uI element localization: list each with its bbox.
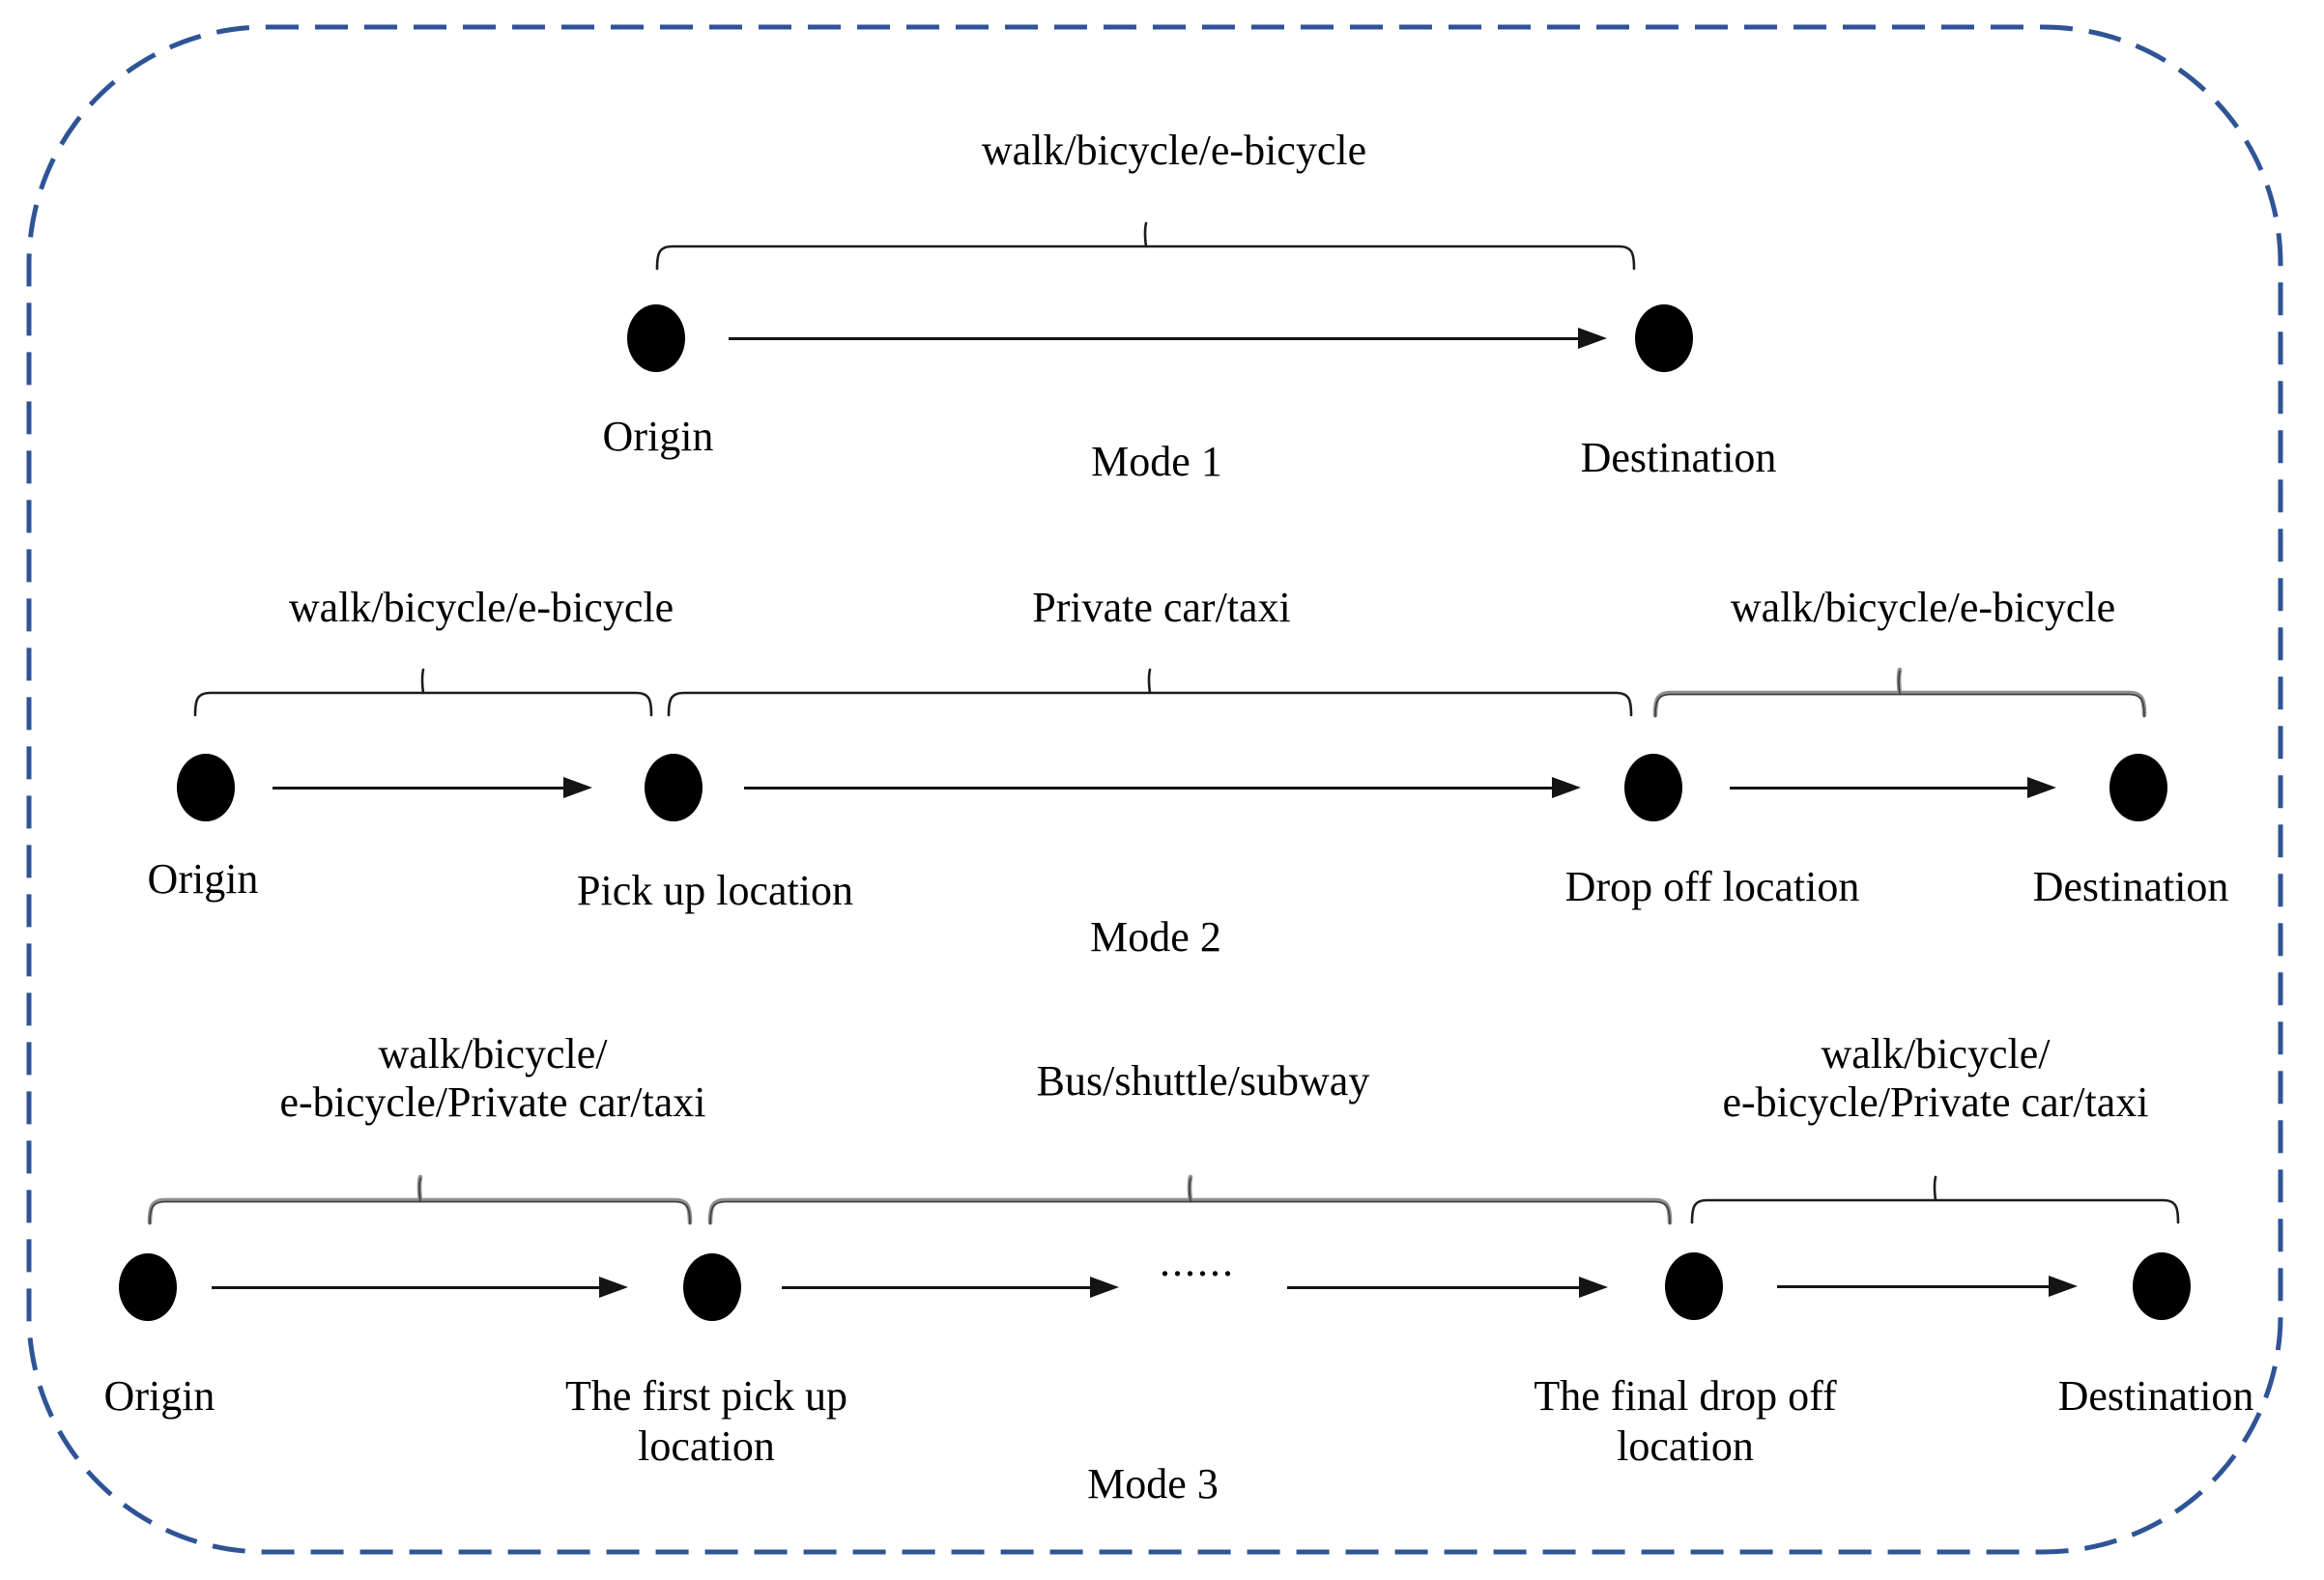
mode1-segment1-label: walk/bicycle/e-bicycle — [981, 127, 1367, 174]
mode2-origin-node — [177, 754, 235, 821]
mode3-final-dropoff-label: The final drop off location — [1534, 1371, 1836, 1472]
mode1-brace — [655, 221, 1636, 271]
node-label-line1: The first pick up — [564, 1372, 848, 1420]
mode3-origin-label: Origin — [103, 1372, 215, 1420]
arrow-shaft — [1730, 786, 2031, 790]
arrow-head-icon — [1552, 777, 1581, 798]
arrow-head-icon — [599, 1277, 628, 1298]
mode2-brace1 — [193, 668, 653, 717]
arrow-head-icon — [1090, 1277, 1119, 1298]
arrow-shaft — [1777, 1284, 2052, 1288]
mode3-destination-node — [2133, 1252, 2191, 1320]
node-label-line1: The final drop off — [1534, 1372, 1837, 1420]
segment-label-line1: walk/bicycle/ — [378, 1030, 608, 1077]
mode2-brace2 — [667, 668, 1633, 717]
arrow-shaft — [273, 786, 567, 790]
mode1-origin-node — [627, 304, 685, 372]
segment-label-line2: e-bicycle/Private car/taxi — [1722, 1078, 2149, 1126]
arrow-head-icon — [2049, 1276, 2078, 1297]
segment-label-line1: walk/bicycle/ — [1821, 1030, 2051, 1077]
mode3-first-pickup-label: The first pick up location — [565, 1371, 847, 1472]
mode1-origin-label: Origin — [602, 413, 714, 460]
arrow-shaft — [1287, 1285, 1583, 1289]
mode2-destination-node — [2109, 754, 2167, 821]
mode2-segment1-label: walk/bicycle/e-bicycle — [288, 584, 674, 631]
arrow-head-icon — [1579, 1277, 1608, 1298]
mode2-origin-label: Origin — [147, 855, 259, 903]
node-label-line2: location — [638, 1422, 775, 1470]
mode1-destination-label: Destination — [1580, 434, 1777, 481]
mode3-brace2 — [707, 1174, 1673, 1225]
mode3-name-label: Mode 3 — [1087, 1460, 1219, 1508]
arrow-shaft — [212, 1285, 603, 1289]
mode2-dropoff-label: Drop off location — [1564, 863, 1860, 910]
arrow-shaft — [782, 1285, 1094, 1289]
node-label-line2: location — [1617, 1422, 1754, 1470]
mode2-pickup-label: Pick up location — [577, 867, 853, 914]
arrow-shaft — [744, 786, 1556, 790]
mode3-segment2-label: Bus/shuttle/subway — [1036, 1057, 1370, 1105]
mode1-name-label: Mode 1 — [1091, 438, 1222, 485]
mode3-destination-label: Destination — [2057, 1372, 2254, 1420]
mode3-brace1 — [147, 1174, 693, 1225]
mode2-name-label: Mode 2 — [1090, 913, 1221, 961]
mode2-dropoff-node — [1624, 754, 1682, 821]
mode2-segment2-label: Private car/taxi — [1032, 584, 1291, 631]
mode2-brace3 — [1652, 667, 2147, 718]
mode3-final-dropoff-node — [1665, 1252, 1723, 1320]
mode2-destination-label: Destination — [2032, 863, 2229, 910]
arrow-head-icon — [1578, 328, 1607, 349]
arrow-head-icon — [2027, 777, 2056, 798]
segment-label-line2: e-bicycle/Private car/taxi — [279, 1078, 706, 1126]
mode3-first-pickup-node — [683, 1253, 741, 1321]
mode3-segment1-label: walk/bicycle/ e-bicycle/Private car/taxi — [280, 1030, 706, 1127]
mode1-destination-node — [1635, 304, 1693, 372]
arrow-head-icon — [563, 777, 592, 798]
arrow-shaft — [729, 336, 1582, 340]
mode3-brace3 — [1690, 1175, 2180, 1224]
mode3-ellipsis: ...... — [1160, 1238, 1235, 1285]
mode3-origin-node — [119, 1253, 177, 1321]
mode2-pickup-node — [645, 754, 703, 821]
mode3-segment3-label: walk/bicycle/ e-bicycle/Private car/taxi — [1723, 1030, 2149, 1127]
mode2-segment3-label: walk/bicycle/e-bicycle — [1730, 584, 2116, 631]
